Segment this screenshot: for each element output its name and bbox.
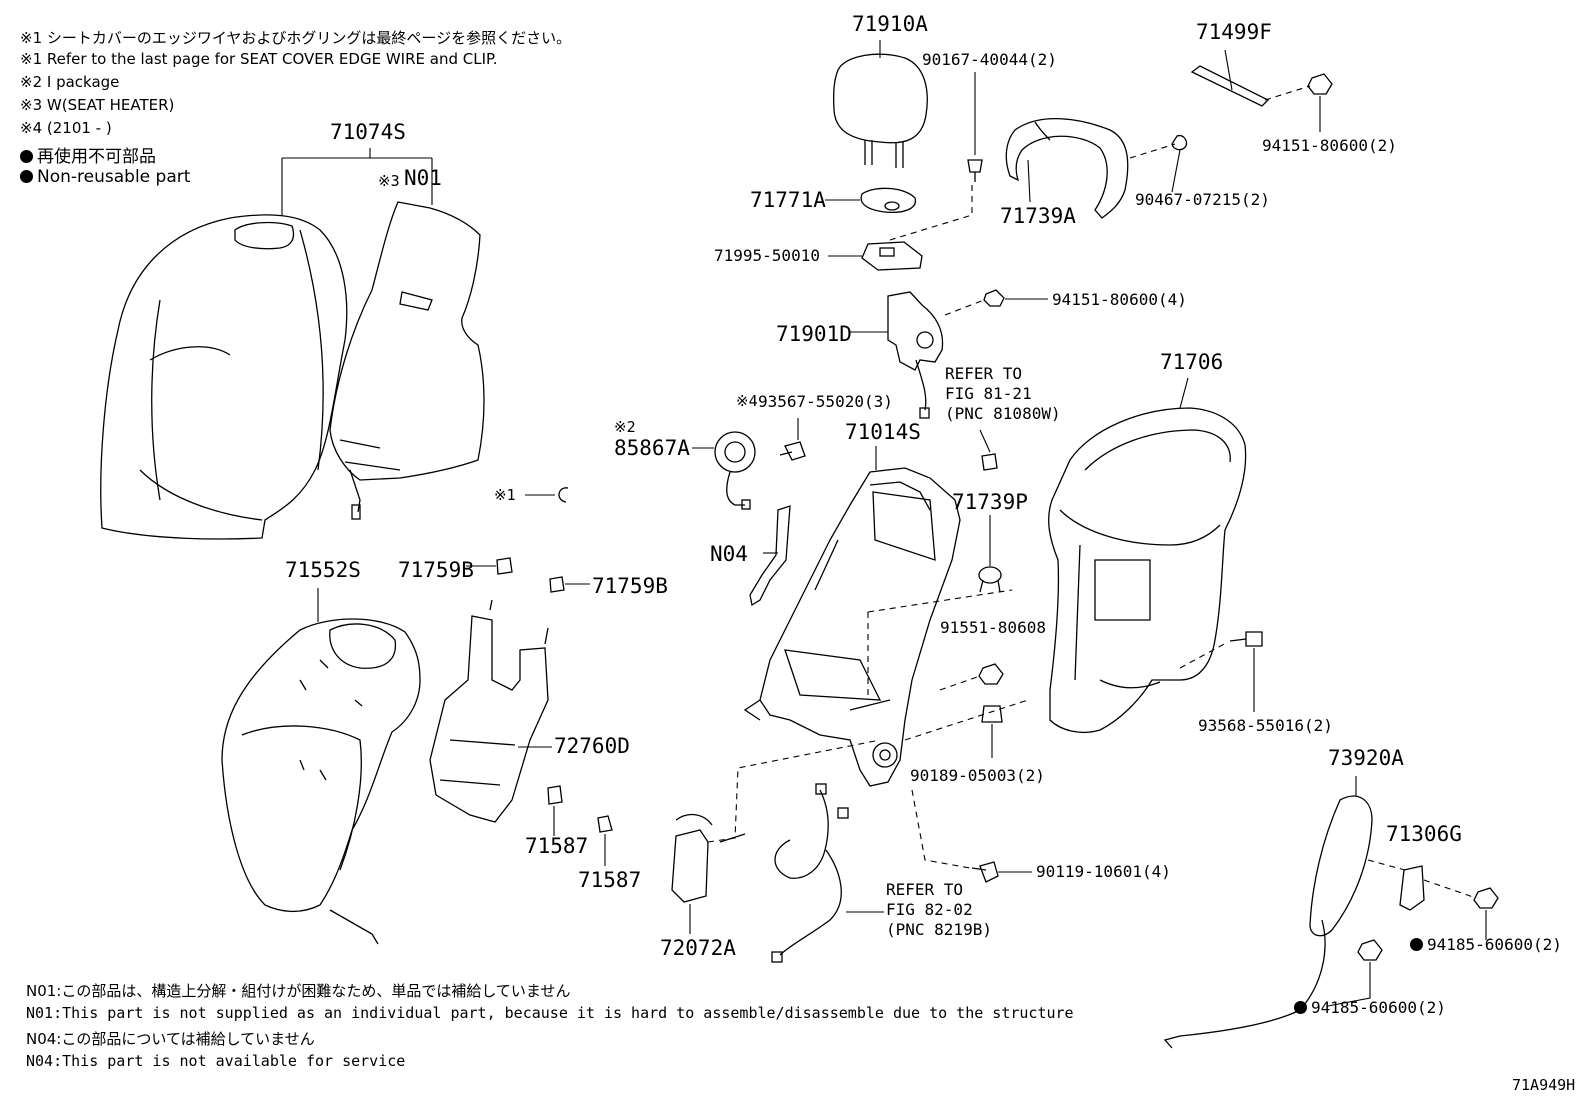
note-1-jp: ※1 シートカバーのエッジワイヤおよびホグリングは最終ページを参照ください。 <box>20 29 572 47</box>
label-71306g[interactable]: 71306G <box>1386 822 1462 846</box>
label-71901d[interactable]: 71901D <box>776 322 852 346</box>
cushion-heater-72760d <box>429 599 552 823</box>
nut-94151-4 <box>944 289 1048 316</box>
label-94185-a[interactable]: 94185-60600(2) <box>1410 935 1562 954</box>
label-85867a[interactable]: 85867A <box>614 436 690 460</box>
label-91551[interactable]: 91551-80608 <box>940 618 1046 637</box>
clip-90467 <box>1129 134 1188 193</box>
label-72760d[interactable]: 72760D <box>554 734 630 758</box>
clip-71587-a <box>547 785 563 836</box>
non-reusable-jp: 再使用不可部品 <box>20 142 156 167</box>
footnote-n01-jp: N01:この部品は、構造上分解・組付けが困難なため、単品では補給していません <box>26 982 571 1000</box>
label-n01[interactable]: N01 <box>404 166 442 190</box>
label-n04[interactable]: N04 <box>710 542 748 566</box>
label-71759b-a[interactable]: 71759B <box>398 558 474 582</box>
clip-90189 <box>904 699 1029 758</box>
label-71587-b[interactable]: 71587 <box>578 868 642 892</box>
non-reusable-en: Non-reusable part <box>20 167 190 187</box>
seat-cover-clip <box>525 487 569 503</box>
nut-94185-b <box>1327 939 1383 1007</box>
label-90467[interactable]: 90467-07215(2) <box>1135 190 1270 209</box>
label-71995[interactable]: 71995-50010 <box>714 246 820 265</box>
refer-82-02-a[interactable]: REFER TO <box>886 880 964 899</box>
figure-id: 71A949H <box>1512 1076 1576 1094</box>
note-2: ※2 I package <box>20 73 120 91</box>
note-4: ※4 (2101 - ) <box>20 119 112 137</box>
label-90189[interactable]: 90189-05003(2) <box>910 766 1045 785</box>
clip-71759b-a <box>466 557 513 575</box>
note-3: ※3 W(SEAT HEATER) <box>20 96 175 114</box>
label-clip-1[interactable]: ※1 <box>494 486 516 504</box>
label-71739a[interactable]: 71739A <box>1000 204 1076 228</box>
label-71759b-b[interactable]: 71759B <box>592 574 668 598</box>
connector-81080w <box>981 453 998 471</box>
non-reusable-dot-icon <box>20 150 33 163</box>
label-94151-2[interactable]: 94151-80600(2) <box>1262 136 1397 155</box>
wire-harness-8219b <box>771 783 884 963</box>
speaker-85867a <box>714 431 756 510</box>
leader-81080w <box>979 429 991 453</box>
headrest-guide-71995 <box>861 241 923 271</box>
frame-side-n04 <box>749 505 791 607</box>
label-71587-a[interactable]: 71587 <box>525 834 589 858</box>
headrest-support-71771a <box>860 187 917 214</box>
label-71739p[interactable]: 71739P <box>952 490 1028 514</box>
bracket-71306g <box>1399 865 1477 911</box>
label-90167[interactable]: 90167-40044(2) <box>922 50 1057 69</box>
non-reusable-dot-icon <box>1410 938 1423 951</box>
label-72072a[interactable]: 72072A <box>660 936 736 960</box>
refer-81-21-c[interactable]: (PNC 81080W) <box>945 404 1061 423</box>
refer-82-02-c[interactable]: (PNC 8219B) <box>886 920 992 939</box>
nut-91551 <box>867 589 1013 700</box>
label-71910a[interactable]: 71910A <box>852 12 928 36</box>
mark-85867a: ※2 <box>614 418 636 436</box>
label-94151-4[interactable]: 94151-80600(4) <box>1052 290 1187 309</box>
non-reusable-dot-icon <box>1294 1001 1307 1014</box>
refer-81-21-b[interactable]: FIG 81-21 <box>945 384 1032 403</box>
label-90119[interactable]: 90119-10601(4) <box>1036 862 1171 881</box>
recliner-71901d <box>850 291 944 419</box>
refer-82-02-b[interactable]: FIG 82-02 <box>886 900 973 919</box>
label-71014s[interactable]: 71014S <box>845 420 921 444</box>
screw-90167 <box>889 72 983 241</box>
non-reusable-dot-icon <box>20 170 33 183</box>
label-93568[interactable]: 93568-55016(2) <box>1198 716 1333 735</box>
label-93567[interactable]: 93567-55020(3) <box>758 392 893 411</box>
clip-71587-b <box>597 815 613 866</box>
label-94185-b[interactable]: 94185-60600(2) <box>1294 998 1446 1017</box>
ecu-72072a <box>671 739 881 934</box>
bolt-93568 <box>1179 631 1263 712</box>
label-71706[interactable]: 71706 <box>1160 350 1224 374</box>
seat-back-cover-71074s <box>100 214 348 540</box>
label-71771a[interactable]: 71771A <box>750 188 826 212</box>
label-71552s[interactable]: 71552S <box>285 558 361 582</box>
bracket-71499f <box>1190 49 1311 107</box>
note-1-en: ※1 Refer to the last page for SEAT COVER… <box>20 50 498 68</box>
label-71074s[interactable]: 71074S <box>330 120 406 144</box>
refer-81-21-a[interactable]: REFER TO <box>945 364 1023 383</box>
clip-71759b-b <box>549 576 590 593</box>
mark-93567: ※4 <box>736 392 758 410</box>
seat-back-board-71706 <box>1048 407 1247 734</box>
screw-93567 <box>779 418 806 461</box>
nut-94185-a <box>1473 887 1499 940</box>
upper-frame-71739a <box>1005 117 1129 219</box>
mark-n01: ※3 <box>378 172 400 190</box>
headrest-71910a <box>832 53 928 168</box>
footnote-n01-en: N01:This part is not supplied as an indi… <box>26 1004 1074 1022</box>
footnote-n04-jp: N04:この部品については補給していません <box>26 1030 315 1048</box>
seatback-frame-71014s <box>743 467 961 787</box>
clip-71739p <box>978 515 1002 593</box>
seat-heater-n01 <box>329 201 485 520</box>
label-71499f[interactable]: 71499F <box>1196 20 1272 44</box>
bolt-90119 <box>911 789 1032 883</box>
cushion-cover-71552s <box>221 588 421 945</box>
label-73920a[interactable]: 73920A <box>1328 746 1404 770</box>
footnote-n04-en: N04:This part is not available for servi… <box>26 1052 406 1070</box>
nut-94151-2 <box>1307 73 1333 132</box>
